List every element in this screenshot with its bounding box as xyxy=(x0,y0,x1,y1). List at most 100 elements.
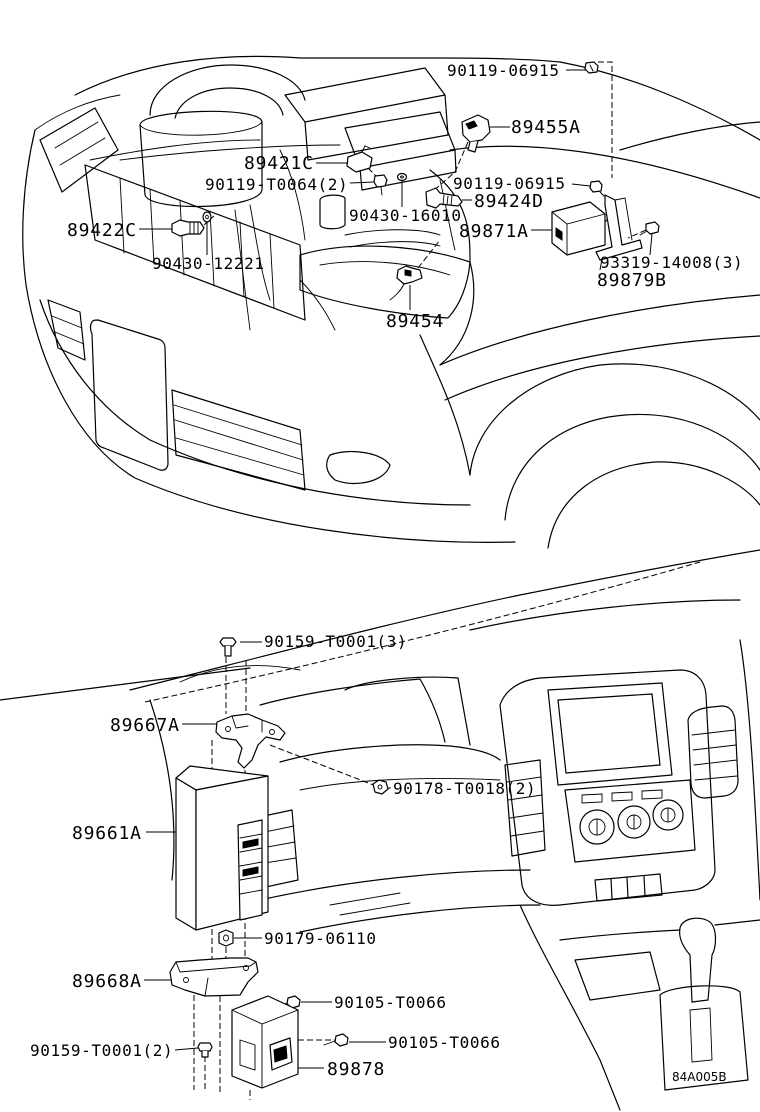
sensor-89454 xyxy=(389,265,423,301)
hood-leading-edge xyxy=(74,55,561,96)
climate-knob-left xyxy=(579,809,615,845)
strut-lines xyxy=(234,204,336,331)
left-lower-intake-bars xyxy=(51,315,85,345)
center-stack xyxy=(499,669,716,906)
nut-icon xyxy=(218,929,234,947)
callout-89454[interactable]: 89454 xyxy=(386,311,444,332)
gear-shift-boot xyxy=(659,985,749,1091)
sensor-89422c xyxy=(171,219,205,237)
dashboard-illustration xyxy=(0,549,760,1111)
instrument-hood xyxy=(279,744,501,763)
relay-box xyxy=(284,67,449,161)
headlight-right xyxy=(299,245,471,319)
fender-top-line xyxy=(449,145,760,199)
climate-knob-center xyxy=(617,805,651,839)
bracket-89879b xyxy=(595,194,643,261)
gear-shift-knob xyxy=(679,917,717,1003)
callout-90178-t0018[interactable]: 90178-T0018(2) xyxy=(393,779,536,798)
washer-icon xyxy=(396,172,408,182)
callout-93319-14008[interactable]: 93319-14008(3) xyxy=(600,253,743,272)
display-bezel xyxy=(547,682,673,786)
callout-90119-06915-second[interactable]: 90119-06915 xyxy=(453,174,566,193)
lower-grille-bars xyxy=(173,404,305,476)
console-top xyxy=(559,919,760,941)
callout-89422c[interactable]: 89422C xyxy=(67,220,137,241)
dashed-bracket-to-nut xyxy=(269,744,377,787)
bolt-icon xyxy=(584,61,599,74)
dash-top-edge xyxy=(0,667,251,701)
vehicle-front-illustration xyxy=(22,55,760,549)
headlight-left-detail xyxy=(54,121,106,166)
bolt-icon xyxy=(197,1042,213,1058)
air-cleaner-lid xyxy=(139,121,263,136)
air-cleaner-box xyxy=(139,110,263,208)
bolt-icon xyxy=(589,180,603,193)
sensor-89421c xyxy=(346,145,373,173)
left-lower-intake xyxy=(47,299,86,361)
engine-bay-callouts: 90119-06915 89455A 89421C 90119-T0064(2)… xyxy=(67,61,743,332)
callout-89871a[interactable]: 89871A xyxy=(459,221,529,242)
bumper-corner xyxy=(439,261,475,366)
callout-89879b[interactable]: 89879B xyxy=(597,270,667,291)
bumper-front-face xyxy=(419,334,471,476)
callout-90159-t0001-2[interactable]: 90159-T0001(2) xyxy=(30,1041,173,1060)
lower-dash-details xyxy=(329,892,411,916)
figure-code: 84A005B xyxy=(672,1070,727,1084)
control-module-89871a xyxy=(551,201,606,256)
callout-89667a[interactable]: 89667A xyxy=(110,715,180,736)
callout-89455a[interactable]: 89455A xyxy=(511,117,581,138)
callout-90179-06110[interactable]: 90179-06110 xyxy=(264,929,377,948)
license-plate xyxy=(89,319,169,471)
ecu-89661a xyxy=(175,765,269,931)
vent-right-slats xyxy=(691,729,738,781)
bolt-icon xyxy=(219,637,237,657)
dashboard-leader-lines xyxy=(144,641,391,1069)
callout-90105-t0066[interactable]: 90105-T0066 xyxy=(334,993,447,1012)
climate-knob-right xyxy=(652,799,684,831)
dashed-bolt-to-bracket xyxy=(598,61,613,178)
dashed-89422c-path xyxy=(203,215,215,226)
engine-block-line xyxy=(279,149,456,251)
callout-90119-06915[interactable]: 90119-06915 xyxy=(447,61,560,80)
callout-89668a[interactable]: 89668A xyxy=(72,971,142,992)
bracket-89668a xyxy=(169,957,259,997)
bolt-icon xyxy=(373,174,388,196)
callout-89878[interactable]: 89878 xyxy=(327,1059,385,1080)
nut-icon xyxy=(372,779,389,795)
body-side-crease xyxy=(439,294,760,366)
dash-left-detail xyxy=(179,665,301,683)
dashed-89454-path xyxy=(417,239,441,269)
display-screen xyxy=(557,693,661,774)
grille-bars xyxy=(119,177,275,309)
dash-left-edge xyxy=(149,699,175,881)
tire-inner xyxy=(547,461,760,549)
callout-90430-16010[interactable]: 90430-16010 xyxy=(349,206,462,225)
dash-right-top xyxy=(469,599,741,631)
defroster-line xyxy=(144,561,701,703)
callout-89421c[interactable]: 89421C xyxy=(244,153,314,174)
callout-90105-t0066-second[interactable]: 90105-T0066 xyxy=(388,1033,501,1052)
callout-90430-12221[interactable]: 90430-12221 xyxy=(152,254,265,273)
fog-lamp xyxy=(326,450,391,485)
body-side-lower xyxy=(444,335,760,401)
callout-89661a[interactable]: 89661A xyxy=(72,823,142,844)
callout-90159-t0001-3[interactable]: 90159-T0001(3) xyxy=(264,632,407,651)
fascia-top xyxy=(89,139,261,161)
callout-89424d[interactable]: 89424D xyxy=(474,191,544,212)
gear-gate xyxy=(689,1007,713,1063)
sensor-89424d xyxy=(425,187,463,209)
engine-bay-components xyxy=(119,64,457,331)
height-sensor-89455a xyxy=(461,114,491,153)
dash-crease xyxy=(299,778,501,791)
dashboard-parts xyxy=(169,637,389,1089)
headlight-right-detail xyxy=(319,261,451,276)
console-tray xyxy=(574,951,661,1001)
dash-upper-pad xyxy=(259,678,446,743)
callout-90119-t0064[interactable]: 90119-T0064(2) xyxy=(205,175,348,194)
climate-buttons xyxy=(581,789,663,804)
cowl-line xyxy=(619,121,760,151)
bolt-icon xyxy=(323,1033,349,1047)
dashboard-callouts: 90159-T0001(3) 89667A 90178-T0018(2) 896… xyxy=(30,632,536,1080)
windshield-edge xyxy=(559,61,760,141)
